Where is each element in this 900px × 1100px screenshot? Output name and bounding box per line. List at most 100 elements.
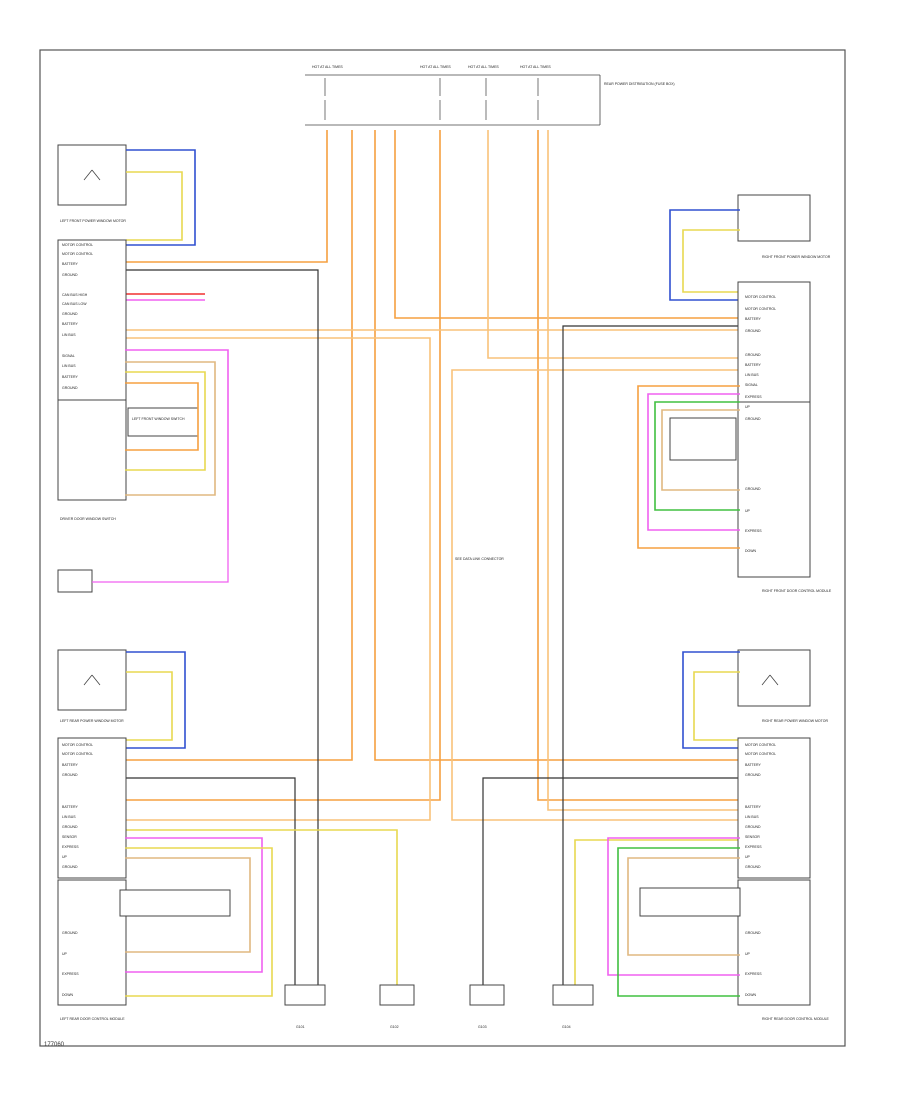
svg-text:MOTOR CONTROL: MOTOR CONTROL — [62, 752, 93, 756]
lf-motor-label: LEFT FRONT POWER WINDOW MOTOR — [60, 219, 126, 223]
ground-g103: G103 — [469, 984, 505, 1029]
rr-switch-pin-labels: GROUND UP EXPRESS DOWN — [745, 931, 762, 997]
center-note: SEE DATA LINK CONNECTOR — [455, 557, 504, 561]
svg-text:GROUND: GROUND — [745, 825, 761, 829]
rr-control-label: RIGHT REAR DOOR CONTROL MODULE — [762, 1017, 830, 1021]
svg-text:LIN BUS: LIN BUS — [62, 333, 76, 337]
rr-motor-label: RIGHT REAR POWER WINDOW MOTOR — [762, 719, 828, 723]
rr-switch-box — [737, 879, 811, 1006]
left-front-section: LEFT FRONT POWER WINDOW MOTOR MOTOR CONT… — [57, 144, 229, 593]
wire-ye-1 — [125, 829, 398, 985]
svg-text:GROUND: GROUND — [62, 773, 78, 777]
lr-control-label: LEFT REAR DOOR CONTROL MODULE — [60, 1017, 125, 1021]
lf-pin-labels: MOTOR CONTROL MOTOR CONTROL BATTERY GROU… — [62, 243, 93, 390]
wire-bk-4 — [482, 777, 740, 985]
svg-text:UP: UP — [62, 855, 68, 859]
svg-text:GROUND: GROUND — [745, 865, 761, 869]
g104-label: G104 — [562, 1025, 571, 1029]
fuse-label-4: HOT AT ALL TIMES — [520, 65, 551, 69]
wire-or-4 — [394, 130, 740, 319]
svg-text:MOTOR CONTROL: MOTOR CONTROL — [62, 743, 93, 747]
svg-text:GROUND: GROUND — [62, 825, 78, 829]
svg-text:EXPRESS: EXPRESS — [745, 845, 762, 849]
svg-text:LIN BUS: LIN BUS — [62, 364, 76, 368]
left-rear-section: LEFT REAR POWER WINDOW MOTOR MOTOR CONTR… — [57, 649, 273, 1021]
wire-bk-3 — [562, 325, 740, 985]
svg-text:BATTERY: BATTERY — [62, 805, 78, 809]
svg-text:EXPRESS: EXPRESS — [62, 972, 79, 976]
wire-or-3 — [374, 130, 740, 761]
svg-text:BATTERY: BATTERY — [745, 363, 761, 367]
lf-connector-box — [57, 569, 93, 593]
wire-or-1 — [125, 130, 328, 263]
rf-pin-labels: MOTOR CONTROL MOTOR CONTROL BATTERY GROU… — [745, 295, 776, 387]
fuse-panel: HOT AT ALL TIMES HOT AT ALL TIMES HOT AT… — [305, 65, 675, 126]
svg-text:CAN BUS HIGH: CAN BUS HIGH — [62, 293, 88, 297]
g101-label: G101 — [296, 1025, 305, 1029]
svg-text:SIGNAL: SIGNAL — [745, 383, 758, 387]
svg-text:EXPRESS: EXPRESS — [745, 972, 762, 976]
ground-connectors: G101 G102 G103 G104 — [284, 984, 594, 1029]
svg-text:MOTOR CONTROL: MOTOR CONTROL — [745, 295, 776, 299]
wire-or-10 — [125, 337, 431, 821]
rr-pin-labels: MOTOR CONTROL MOTOR CONTROL BATTERY GROU… — [745, 743, 776, 869]
ground-g101: G101 — [284, 984, 326, 1029]
fuse-label-2: HOT AT ALL TIMES — [420, 65, 451, 69]
svg-text:EXPRESS: EXPRESS — [62, 845, 79, 849]
wire-bk-2 — [125, 777, 296, 985]
fuse-label-3: HOT AT ALL TIMES — [468, 65, 499, 69]
wire-or-6 — [487, 130, 740, 359]
rf-motor-box — [737, 194, 811, 242]
lr-switch-pin-labels: GROUND UP EXPRESS DOWN — [62, 931, 79, 997]
page-code: 177060 — [44, 1042, 65, 1048]
wire-or-11 — [451, 369, 740, 821]
g103-label: G103 — [478, 1025, 487, 1029]
svg-text:SENSOR: SENSOR — [745, 835, 760, 839]
svg-text:GROUND: GROUND — [62, 865, 78, 869]
driver-switch-label: DRIVER DOOR WINDOW SWITCH — [60, 517, 116, 521]
svg-text:GROUND: GROUND — [745, 329, 761, 333]
rf-switch-pin-labels: EXPRESS UP GROUND GROUND UP EXPRESS DOWN — [745, 395, 762, 553]
lf-window-switch-box — [57, 399, 127, 501]
svg-text:GROUND: GROUND — [62, 312, 78, 316]
svg-text:GROUND: GROUND — [745, 773, 761, 777]
svg-text:GROUND: GROUND — [745, 417, 761, 421]
lr-pin-labels: MOTOR CONTROL MOTOR CONTROL BATTERY GROU… — [62, 743, 93, 869]
lf-motor-box — [57, 144, 127, 206]
svg-text:SIGNAL: SIGNAL — [62, 354, 75, 358]
right-front-section: RIGHT FRONT POWER WINDOW MOTOR MOTOR CON… — [637, 194, 832, 593]
wire-or-2 — [125, 130, 353, 761]
svg-text:BATTERY: BATTERY — [62, 322, 78, 326]
lr-motor-label: LEFT REAR POWER WINDOW MOTOR — [60, 719, 124, 723]
rf-control-label: RIGHT FRONT DOOR CONTROL MODULE — [762, 589, 832, 593]
svg-text:SENSOR: SENSOR — [62, 835, 77, 839]
rf-motor-label: RIGHT FRONT POWER WINDOW MOTOR — [762, 255, 831, 259]
rr-switch-inner — [639, 887, 741, 917]
svg-text:GROUND: GROUND — [745, 931, 761, 935]
svg-text:BATTERY: BATTERY — [745, 317, 761, 321]
wire-or-5 — [125, 130, 441, 801]
svg-text:EXPRESS: EXPRESS — [745, 395, 762, 399]
wire-or-8 — [547, 130, 740, 811]
svg-text:UP: UP — [745, 855, 751, 859]
page-frame — [39, 49, 846, 1047]
lr-switch-inner — [119, 889, 231, 917]
lr-control-box — [57, 737, 127, 879]
svg-text:MOTOR CONTROL: MOTOR CONTROL — [745, 743, 776, 747]
ground-g104: G104 — [552, 984, 594, 1029]
lf-switch-inner — [127, 407, 199, 437]
wire-ye-2 — [574, 839, 740, 985]
svg-text:DOWN: DOWN — [745, 993, 757, 997]
wire-harness — [125, 130, 740, 985]
svg-text:MOTOR CONTROL: MOTOR CONTROL — [745, 752, 776, 756]
wire-or-7 — [537, 130, 740, 801]
svg-text:BATTERY: BATTERY — [62, 375, 78, 379]
rf-switch-inner — [669, 417, 737, 461]
svg-text:GROUND: GROUND — [62, 386, 78, 390]
svg-text:MOTOR CONTROL: MOTOR CONTROL — [62, 252, 93, 256]
svg-text:GROUND: GROUND — [745, 353, 761, 357]
svg-text:BATTERY: BATTERY — [745, 805, 761, 809]
fuse-symbols — [324, 78, 539, 120]
svg-text:DOWN: DOWN — [62, 993, 74, 997]
